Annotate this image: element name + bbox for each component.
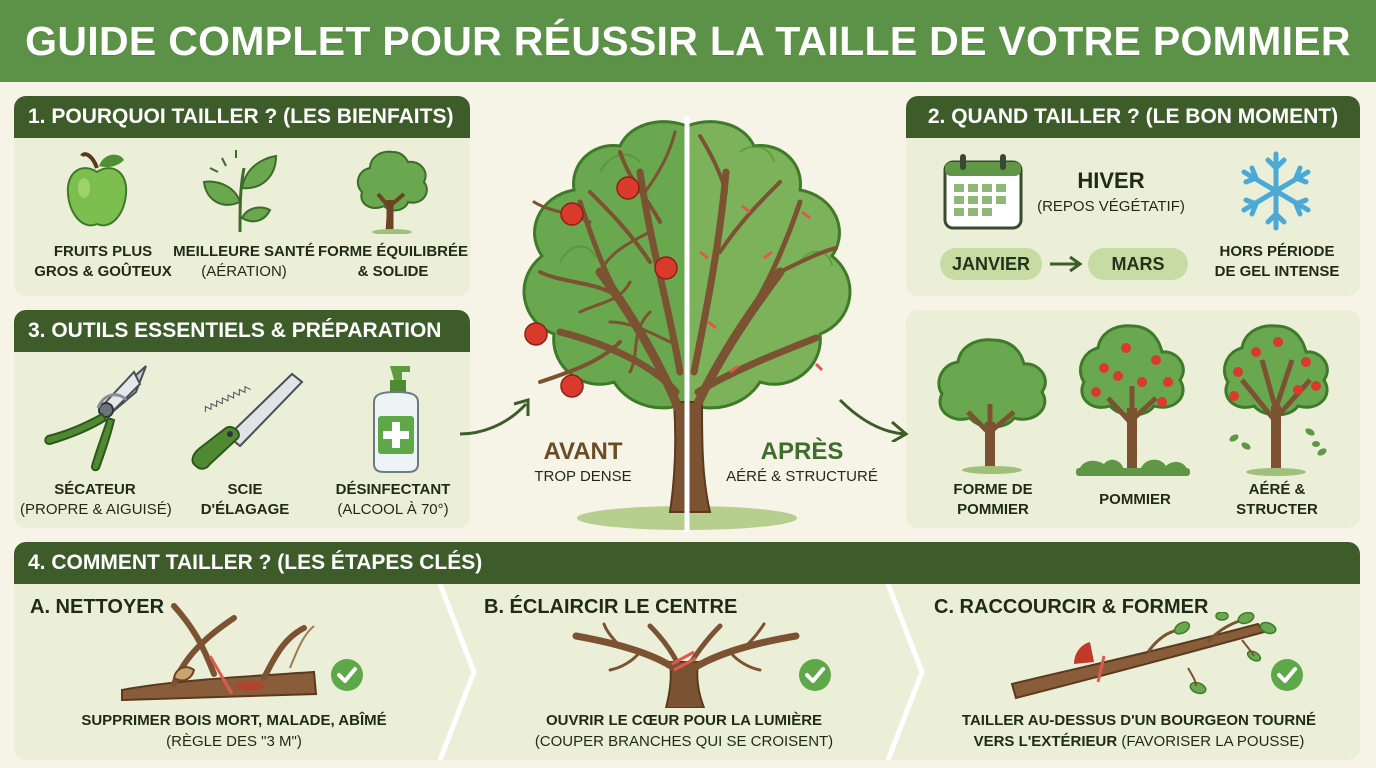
step-b-text: OUVRIR LE CŒUR POUR LA LUMIÈRE (COUPER B…: [474, 710, 894, 752]
pruning-saw-icon: [191, 372, 304, 470]
step-b-title: B. ÉCLAIRCIR LE CENTRE: [484, 596, 738, 618]
arrow-to-shapes-icon: [838, 398, 909, 442]
page-title: GUIDE COMPLET POUR RÉUSSIR LA TAILLE DE …: [25, 17, 1351, 64]
section-benefits: 1. POURQUOI TAILLER ? (LES BIENFAITS) FR…: [14, 96, 470, 296]
tool-label-2: SCIE D'ÉLAGAGE: [170, 480, 320, 520]
section-steps: 4. COMMENT TAILLER ? (LES ÉTAPES CLÉS) A…: [14, 542, 1360, 760]
benefit-label-3-line1: FORME ÉQUILIBRÉE: [318, 243, 469, 260]
tool-label-1-line1: SÉCATEUR: [54, 481, 136, 498]
benefit-label-3: FORME ÉQUILIBRÉE & SOLIDE: [318, 242, 468, 282]
section-timing: 2. QUAND TAILLER ? (LE BON MOMENT) HIVER…: [906, 96, 1360, 296]
section-benefits-heading: 1. POURQUOI TAILLER ? (LES BIENFAITS): [14, 96, 470, 138]
step-a-text: SUPPRIMER BOIS MORT, MALADE, ABÎMÉ (RÈGL…: [34, 710, 434, 752]
tree-shape-plain-icon: [937, 338, 1047, 474]
leaf-sprout-icon: [202, 150, 278, 233]
section-tools-heading: 3. OUTILS ESSENTIELS & PRÉPARATION: [14, 310, 470, 352]
before-title: AVANT: [543, 438, 623, 465]
month-start-pill: JANVIER: [940, 248, 1042, 280]
pruning-shears-icon: [44, 365, 147, 472]
benefit-label-2: MEILLEURE SANTÉ (AÉRATION): [169, 242, 319, 282]
section-tools: 3. OUTILS ESSENTIELS & PRÉPARATION SÉCAT…: [14, 310, 470, 528]
tool-label-3: DÉSINFECTANT (ALCOOL À 70°): [318, 480, 468, 520]
step-divider-2: [886, 584, 925, 760]
benefit-label-2-line1: MEILLEURE SANTÉ: [173, 243, 315, 260]
step-c-text: TAILLER AU-DESSUS D'UN BOURGEON TOURNÉ V…: [924, 710, 1354, 752]
shape-label-3-line1: AÉRÉ &: [1248, 481, 1306, 498]
step-divider-1: [438, 584, 477, 760]
apple-icon: [66, 152, 128, 227]
disinfectant-bottle-icon: [373, 366, 419, 473]
section-tree-shapes: FORME DE POMMIER POMMIER AÉRÉ & STRUCTER: [906, 310, 1360, 528]
step-c-line2-normal: (FAVORISER LA POUSSE): [1117, 733, 1305, 750]
step-c-line2-bold: VERS L'EXTÉRIEUR: [973, 733, 1118, 750]
tool-label-3-line2: (ALCOOL À 70°): [337, 501, 449, 518]
step-b-line2: (COUPER BRANCHES QUI SE CROISENT): [534, 733, 834, 750]
shape-label-1-line2: POMMIER: [957, 501, 1029, 518]
shorten-branch-icon: [1010, 612, 1277, 700]
benefit-label-1: FRUITS PLUS GROS & GOÛTEUX: [28, 242, 178, 282]
step-b-check-icon: [799, 659, 831, 691]
shape-label-1-line1: FORME DE: [953, 481, 1033, 498]
season-subtitle: (REPOS VÉGÉTATIF): [1037, 198, 1185, 215]
tree-icon: [356, 150, 428, 234]
tree-shape-apple-icon: [1076, 324, 1190, 476]
month-end-pill: MARS: [1088, 248, 1188, 280]
step-a-line2: (RÈGLE DES "3 M"): [166, 733, 302, 750]
after-subtitle: AÉRÉ & STRUCTURÉ: [726, 468, 878, 485]
after-title: APRÈS: [760, 438, 844, 465]
step-a-line1: SUPPRIMER BOIS MORT, MALADE, ABÎMÉ: [81, 712, 387, 729]
step-a-title: A. NETTOYER: [30, 596, 165, 618]
step-b-line1: OUVRIR LE CŒUR POUR LA LUMIÈRE: [545, 712, 823, 729]
snowflake-icon: [1241, 151, 1311, 231]
tool-label-2-line1: SCIE: [227, 481, 263, 498]
shape-label-1: FORME DE POMMIER: [918, 480, 1068, 520]
shape-label-2: POMMIER: [1060, 490, 1210, 510]
tool-label-1-line2: (PROPRE & AIGUISÉ): [20, 501, 172, 518]
before-after-tree-illustration: [522, 116, 852, 532]
dead-branch-icon: [121, 603, 318, 702]
open-center-icon: [572, 622, 800, 708]
step-c-check-icon: [1271, 659, 1303, 691]
frost-label-line1: HORS PÉRIODE: [1219, 243, 1335, 260]
shape-label-3: AÉRÉ & STRUCTER: [1202, 480, 1352, 520]
section-timing-heading: 2. QUAND TAILLER ? (LE BON MOMENT): [906, 96, 1360, 138]
before-subtitle: TROP DENSE: [534, 468, 632, 485]
calendar-icon: [943, 154, 1023, 230]
shape-label-2-line1: POMMIER: [1099, 491, 1171, 508]
frost-label-line2: DE GEL INTENSE: [1214, 263, 1340, 280]
benefit-label-3-line2: & SOLIDE: [357, 263, 429, 280]
step-c-title: C. RACCOURCIR & FORMER: [934, 596, 1209, 618]
title-bar: GUIDE COMPLET POUR RÉUSSIR LA TAILLE DE …: [0, 0, 1376, 82]
shape-label-3-line2: STRUCTER: [1236, 501, 1318, 518]
tool-label-3-line1: DÉSINFECTANT: [335, 481, 451, 498]
arrow-right-icon: [1050, 255, 1083, 273]
tool-label-2-line2: D'ÉLAGAGE: [200, 501, 290, 518]
season-title: HIVER: [1077, 168, 1145, 193]
step-a-check-icon: [331, 659, 363, 691]
tree-shape-airy-icon: [1223, 324, 1329, 476]
benefit-label-2-line2: (AÉRATION): [201, 263, 287, 280]
arrow-to-tree-icon: [459, 398, 530, 436]
step-c-line1: TAILLER AU-DESSUS D'UN BOURGEON TOURNÉ: [961, 712, 1317, 729]
benefit-label-1-line2: GROS & GOÛTEUX: [34, 263, 172, 280]
frost-label: HORS PÉRIODE DE GEL INTENSE: [1202, 242, 1352, 282]
benefit-label-1-line1: FRUITS PLUS: [53, 243, 153, 260]
section-steps-heading: 4. COMMENT TAILLER ? (LES ÉTAPES CLÉS): [14, 542, 1360, 584]
tool-label-1: SÉCATEUR (PROPRE & AIGUISÉ): [20, 480, 172, 520]
